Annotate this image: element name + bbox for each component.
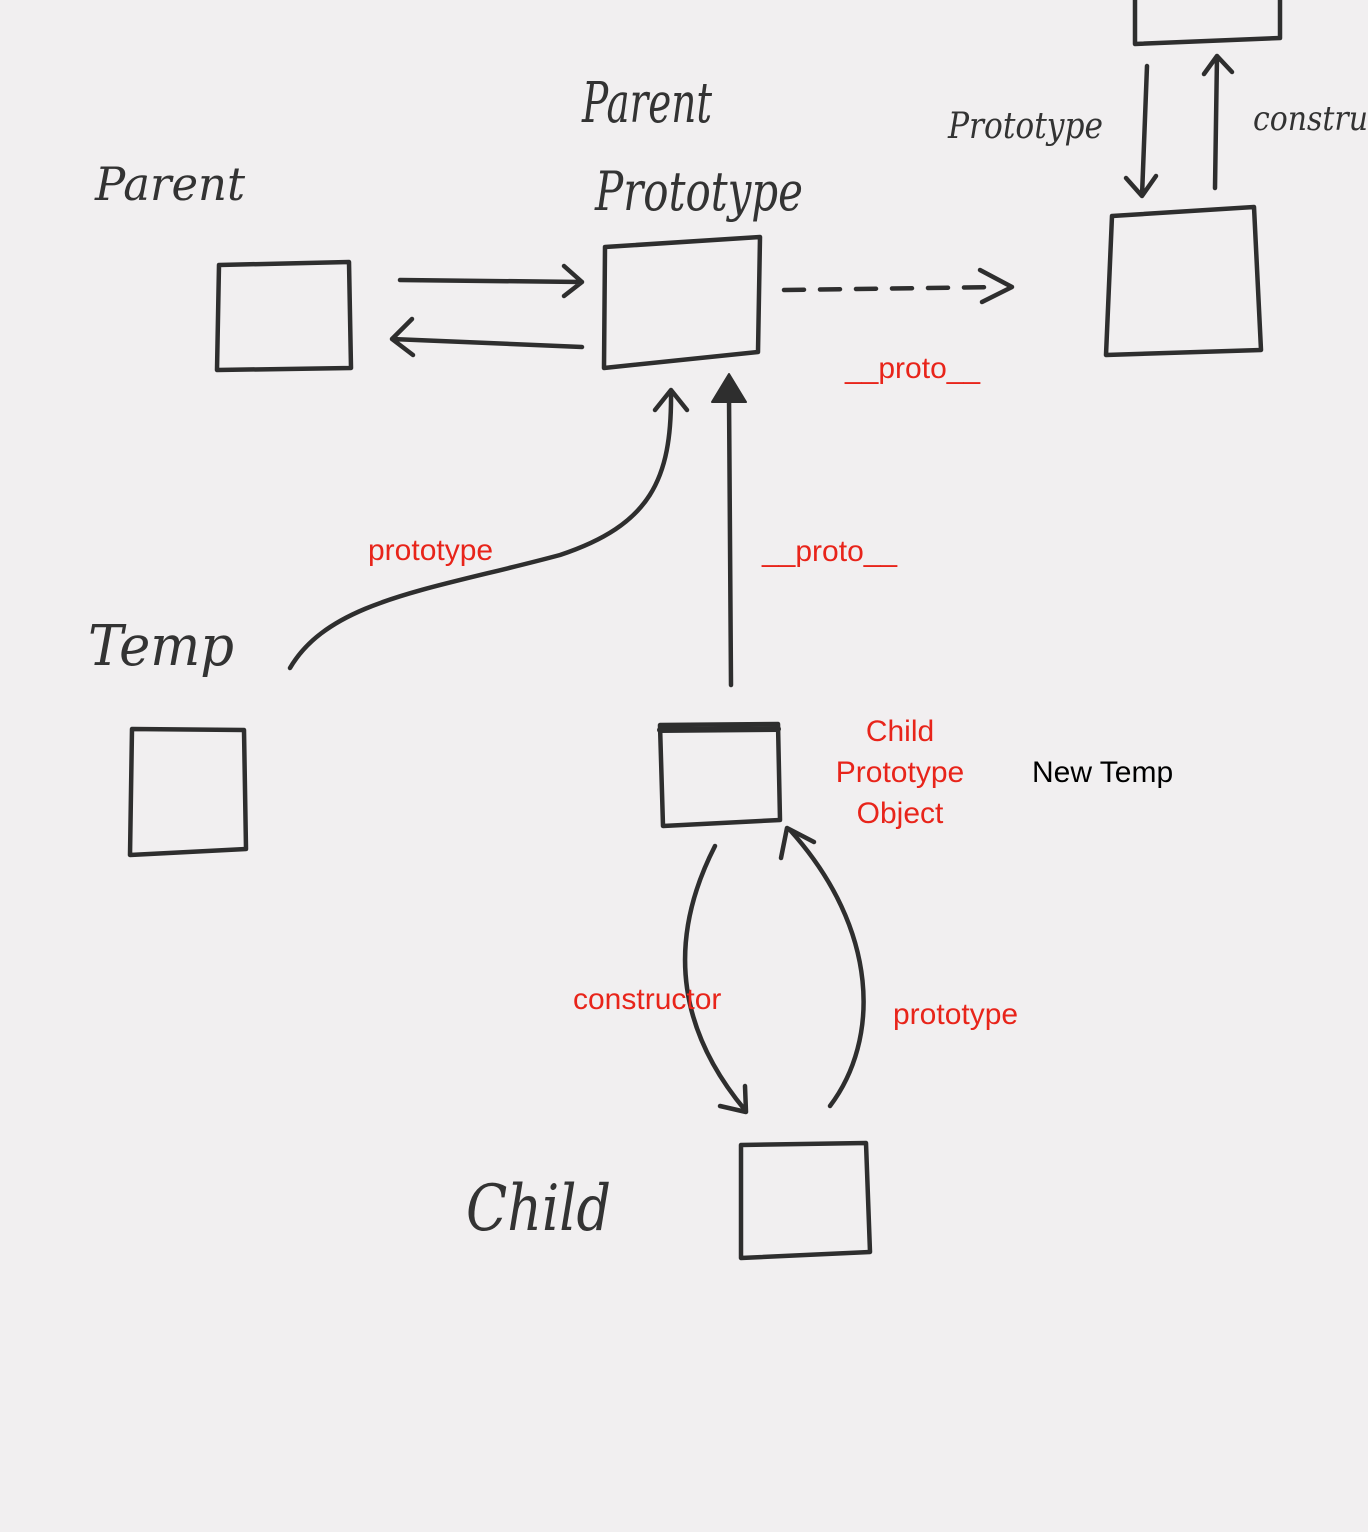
constructor-label: constructor (573, 983, 721, 1016)
child-prototype-label: prototype (893, 998, 1018, 1031)
parent-label: Parent (94, 157, 245, 211)
child-box (738, 1140, 873, 1261)
child-proto-arrowhead (711, 373, 747, 403)
new-temp-label: New Temp (1032, 756, 1173, 789)
constructor-curve (682, 843, 748, 1113)
temp-box (127, 726, 249, 858)
parent-prototype-label-line1: Parent (581, 71, 712, 136)
child-prototype-box-edge (657, 726, 781, 733)
proto-vertical-label: __proto__ (761, 535, 898, 568)
temp-prototype-label: prototype (368, 534, 493, 567)
temp-prototype-arrowhead (652, 387, 690, 413)
temp-prototype-curve (287, 389, 674, 671)
constructor-up-arrow (1201, 53, 1235, 191)
child-prototype-object-label-line2: Prototype (836, 756, 964, 789)
prototype-to-parent-arrow (389, 316, 585, 358)
top-right-constructor-label: constru (1253, 99, 1368, 139)
child-prototype-object-label-line1: Child (866, 715, 934, 748)
constructor-arrowhead (717, 1083, 749, 1115)
child-proto-vertical-line (726, 393, 734, 688)
top-right-prototype-label: Prototype (947, 106, 1103, 147)
parent-box (214, 259, 354, 373)
proto-dashed-arrowhead (977, 267, 1015, 305)
parent-to-prototype-arrow (397, 263, 585, 299)
top-right-box (1132, 0, 1283, 47)
proto-dashed-arrow (781, 284, 1001, 293)
object-prototype-box (1103, 204, 1264, 358)
child-label: Child (466, 1172, 611, 1246)
prototype-curve (787, 827, 866, 1109)
parent-prototype-label-line2: Prototype (594, 160, 803, 223)
parent-prototype-box (601, 234, 763, 371)
prototype-arrowhead (778, 825, 817, 861)
prototype-down-arrow (1123, 63, 1159, 199)
temp-label: Temp (88, 614, 234, 679)
proto-dashed-label: __proto__ (844, 352, 981, 385)
child-prototype-object-box (657, 721, 783, 829)
child-prototype-object-label-line3: Object (857, 797, 944, 830)
